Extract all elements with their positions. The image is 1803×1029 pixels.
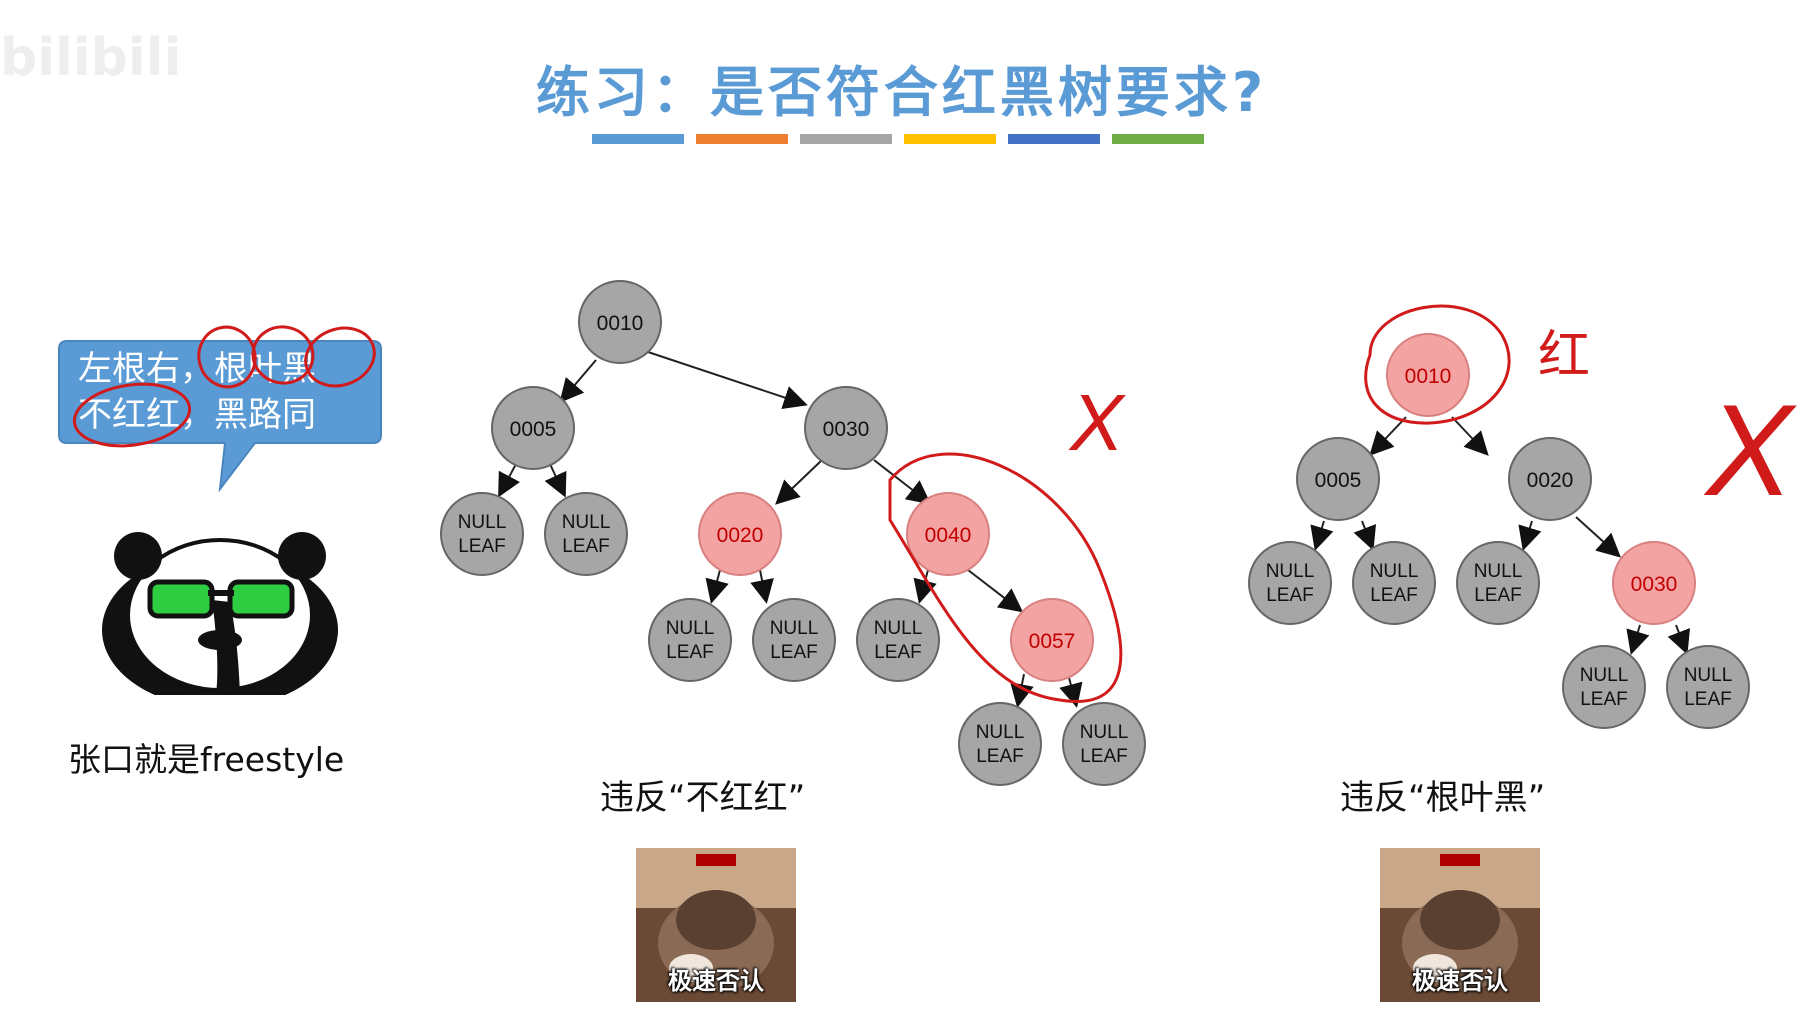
tree1-leaf-6-top: NULL	[976, 722, 1025, 743]
tree1-leaf-5-bottom: LEAF	[874, 642, 922, 663]
color-bar-green	[1112, 134, 1204, 144]
tree2-leaf-3-top: NULL	[1474, 561, 1523, 582]
tree2-root-circle	[1364, 304, 1511, 425]
tree1-leaf-4: NULL LEAF	[752, 598, 836, 682]
tree2-leaf-3: NULL LEAF	[1456, 541, 1540, 625]
color-bar-blue	[592, 134, 684, 144]
meme-image-2-art	[1380, 848, 1540, 1002]
tree2-node-0005-label: 0005	[1315, 469, 1362, 492]
tree1-leaf-5: NULL LEAF	[856, 598, 940, 682]
tree1-diagram: 0010 0005 0030 0020 0040 0057 NULL LEAF …	[440, 280, 1146, 786]
tree1-node-0005-label: 0005	[510, 418, 557, 441]
bilibili-watermark: bilibili	[0, 28, 182, 88]
tree2-node-0030-label: 0030	[1631, 573, 1678, 596]
meme-2-label: 极速否认	[1412, 967, 1508, 995]
tree2-leaf-4-bottom: LEAF	[1580, 689, 1628, 710]
meme-1-label: 极速否认	[668, 967, 764, 995]
meme-image-1-art	[636, 848, 796, 1002]
tree1-node-0040: 0040	[906, 492, 990, 576]
color-bar-gray	[800, 134, 892, 144]
tree1-leaf-6: NULL LEAF	[958, 702, 1042, 786]
tree2-leaf-2-bottom: LEAF	[1370, 585, 1418, 606]
tree2-leaf-3-bottom: LEAF	[1474, 585, 1522, 606]
tree1-leaf-1-top: NULL	[458, 512, 507, 533]
tree1-node-0020: 0020	[698, 492, 782, 576]
meme-image-1: 极速否认	[636, 848, 796, 1002]
tree1-node-0030: 0030	[804, 386, 888, 470]
tree2-caption: 违反“根叶黑”	[1340, 778, 1546, 818]
tree2-node-0030: 0030	[1612, 541, 1696, 625]
tree1-leaf-3: NULL LEAF	[648, 598, 732, 682]
tree2-x-mark: X	[1703, 377, 1797, 523]
tree1-leaf-2-top: NULL	[562, 512, 611, 533]
tree1-leaf-2: NULL LEAF	[544, 492, 628, 576]
tree1-caption: 违反“不红红”	[600, 778, 806, 818]
tree1-leaf-6-bottom: LEAF	[976, 746, 1024, 767]
tree1-leaf-2-bottom: LEAF	[562, 536, 610, 557]
tree2-red-annotation: 红	[1538, 327, 1590, 385]
tree1-node-0005: 0005	[491, 386, 575, 470]
tree2-node-0010-label: 0010	[1405, 365, 1452, 388]
tree1-node-0030-label: 0030	[823, 418, 870, 441]
tree1-leaf-3-bottom: LEAF	[666, 642, 714, 663]
color-bar-yellow	[904, 134, 996, 144]
tree1-node-0040-label: 0040	[925, 524, 972, 547]
tree1-leaf-1: NULL LEAF	[440, 492, 524, 576]
tree1-node-0010-label: 0010	[597, 312, 644, 335]
page-title: 练习：是否符合红黑树要求?	[535, 61, 1268, 124]
tree2-node-0010: 0010	[1386, 333, 1470, 417]
tree1-node-0010: 0010	[578, 280, 662, 364]
bubble-handwritten-circles	[72, 325, 376, 448]
panda-caption: 张口就是freestyle	[68, 740, 345, 779]
tree2-leaf-1-bottom: LEAF	[1266, 585, 1314, 606]
tree1-node-0057-label: 0057	[1029, 630, 1076, 653]
tree1-node-0057: 0057	[1010, 598, 1094, 682]
tree1-leaf-3-top: NULL	[666, 618, 715, 639]
tree2-node-0020: 0020	[1508, 437, 1592, 521]
tree1-violation-ellipse	[888, 452, 1123, 703]
tree1-leaf-7-top: NULL	[1080, 722, 1129, 743]
tree2-node-0005: 0005	[1296, 437, 1380, 521]
tree1-leaf-7: NULL LEAF	[1062, 702, 1146, 786]
tree1-leaf-4-top: NULL	[770, 618, 819, 639]
tree2-leaf-5: NULL LEAF	[1666, 645, 1750, 729]
tree2-node-0020-label: 0020	[1527, 469, 1574, 492]
tree2-leaf-1-top: NULL	[1266, 561, 1315, 582]
tree1-leaf-7-bottom: LEAF	[1080, 746, 1128, 767]
tree1-leaf-4-bottom: LEAF	[770, 642, 818, 663]
tree1-node-0020-label: 0020	[717, 524, 764, 547]
tree2-diagram: 0010 0005 0020 0030 NULL LEAF NULL LEAF …	[1248, 304, 1797, 729]
tree2-leaf-5-bottom: LEAF	[1684, 689, 1732, 710]
tree1-leaf-1-bottom: LEAF	[458, 536, 506, 557]
bubble-line-2: 不红红，黑路同	[78, 395, 316, 435]
color-bar-orange	[696, 134, 788, 144]
tree2-leaf-2: NULL LEAF	[1352, 541, 1436, 625]
meme-image-2: 极速否认	[1380, 848, 1540, 1002]
color-bar-darkblue	[1008, 134, 1100, 144]
tree2-leaf-4-top: NULL	[1580, 665, 1629, 686]
tree2-leaf-4: NULL LEAF	[1562, 645, 1646, 729]
tree1-leaf-5-top: NULL	[874, 618, 923, 639]
tree2-leaf-2-top: NULL	[1370, 561, 1419, 582]
tree2-leaf-5-top: NULL	[1684, 665, 1733, 686]
tree2-leaf-1: NULL LEAF	[1248, 541, 1332, 625]
tree1-x-mark: X	[1068, 378, 1126, 467]
panda-meme-image	[102, 532, 338, 695]
